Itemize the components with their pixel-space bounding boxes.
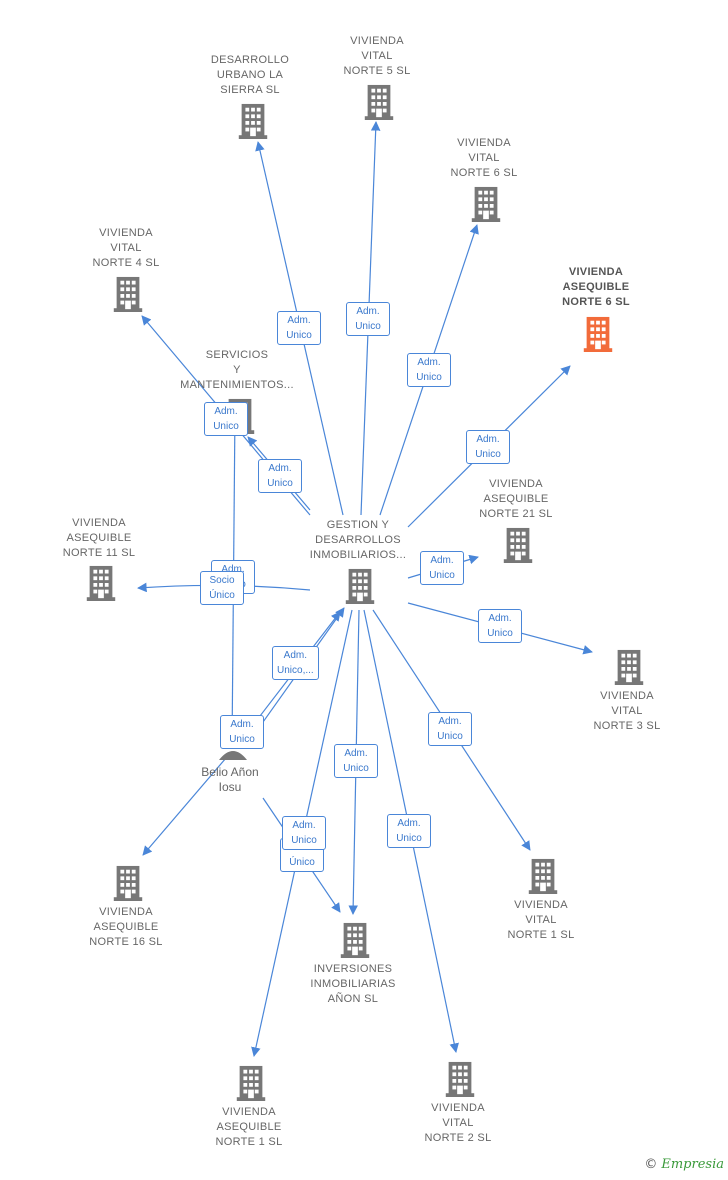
relation-label[interactable]: Adm. Unico,... [272,646,319,680]
building-icon[interactable] [471,186,501,222]
relation-label[interactable]: Adm. Unico [258,459,302,493]
relation-label[interactable]: Adm. Unico [277,311,321,345]
relation-label[interactable]: Adm. Unico [387,814,431,848]
building-icon[interactable] [86,565,116,601]
relation-label[interactable]: Adm. Unico [334,744,378,778]
node-label-n9[interactable]: VIVIENDA VITAL NORTE 3 SL [593,690,661,732]
node-label-n10[interactable]: VIVIENDA VITAL NORTE 1 SL [507,899,575,941]
node-label-n13[interactable]: VIVIENDA ASEQUIBLE NORTE 1 SL [215,1106,283,1148]
building-icon[interactable] [345,568,375,604]
node-label-n6[interactable]: SERVICIOS Y MANTENIMIENTOS... [180,349,294,391]
building-icon[interactable] [445,1061,475,1097]
node-label-n11[interactable]: VIVIENDA ASEQUIBLE NORTE 16 SL [89,906,163,948]
building-icon[interactable] [583,316,613,352]
node-label-n3[interactable]: VIVIENDA VITAL NORTE 6 SL [450,137,518,179]
relation-label[interactable]: Adm. Unico [346,302,390,336]
person-label[interactable]: Belio Añon Iosu [201,765,259,794]
building-icon[interactable] [364,84,394,120]
building-icon[interactable] [236,1065,266,1101]
building-icon[interactable] [340,922,370,958]
relation-label[interactable]: Adm. Unico [428,712,472,746]
building-icon[interactable] [238,103,268,139]
building-icon[interactable] [614,649,644,685]
relation-label[interactable]: Adm. Unico [466,430,510,464]
copyright-symbol: © [644,1157,658,1172]
node-label-n14[interactable]: VIVIENDA VITAL NORTE 2 SL [424,1102,492,1144]
node-label-n5[interactable]: VIVIENDA ASEQUIBLE NORTE 6 SL [562,266,630,308]
relation-label[interactable]: Adm. Unico [282,816,326,850]
building-icon[interactable] [528,858,558,894]
relation-label[interactable]: Adm. Unico [478,609,522,643]
node-label-n8[interactable]: VIVIENDA ASEQUIBLE NORTE 11 SL [62,517,136,559]
building-icon[interactable] [113,276,143,312]
relation-label[interactable]: Adm. Unico [204,402,248,436]
edge-person-n11 [142,757,227,856]
building-icon[interactable] [503,527,533,563]
empresia-logo: Empresia [661,1157,724,1172]
footer-brand[interactable]: ©Empresia [644,1157,724,1172]
node-label-n4[interactable]: VIVIENDA VITAL NORTE 4 SL [92,227,160,269]
relation-label[interactable]: Adm. Unico [420,551,464,585]
node-label-n1[interactable]: DESARROLLO URBANO LA SIERRA SL [210,54,290,96]
relation-label[interactable]: Adm. Unico [220,715,264,749]
relation-label[interactable]: Adm. Unico [407,353,451,387]
node-label-n7[interactable]: VIVIENDA ASEQUIBLE NORTE 21 SL [479,478,553,520]
node-label-center[interactable]: GESTION Y DESARROLLOS INMOBILIARIOS... [309,519,407,561]
node-label-n12[interactable]: INVERSIONES INMOBILIARIAS AÑON SL [310,963,396,1005]
building-icon[interactable] [113,865,143,901]
relation-label[interactable]: Socio Único [200,571,244,605]
node-label-n2[interactable]: VIVIENDA VITAL NORTE 5 SL [343,35,411,77]
